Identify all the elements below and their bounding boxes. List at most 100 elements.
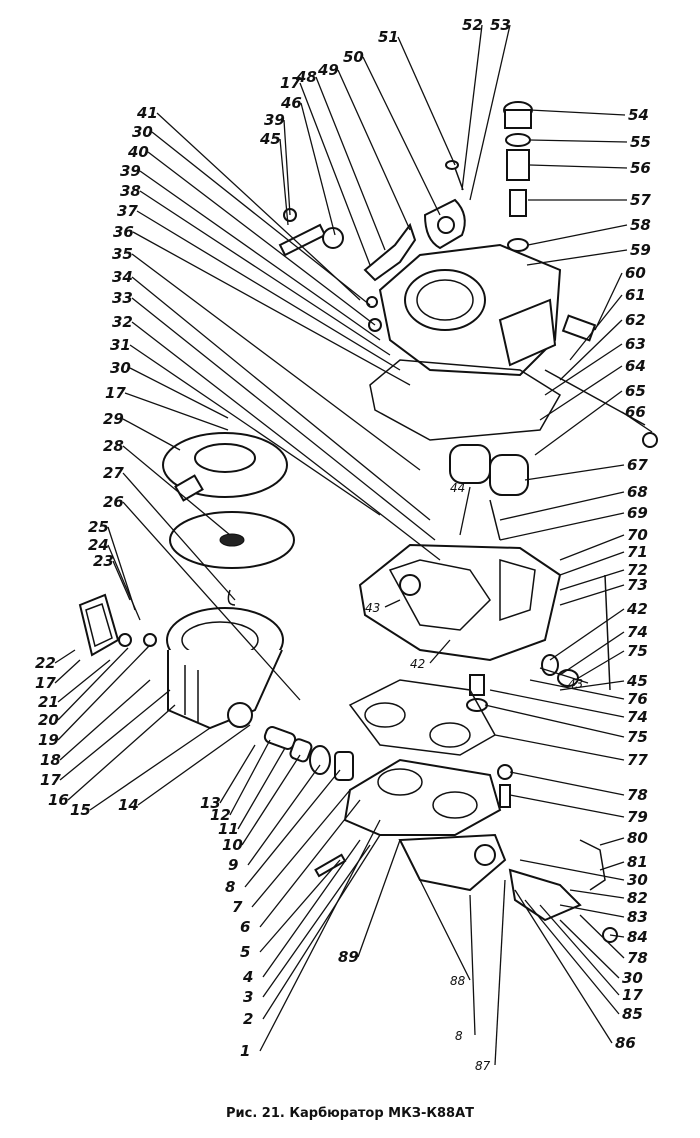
leader-line (419, 879, 471, 981)
leader-line (137, 724, 251, 806)
part-label-37: 37 (117, 202, 138, 220)
part-label-28: 28 (103, 437, 124, 455)
part-label-23: 23 (93, 552, 114, 570)
carburetor-body (358, 543, 562, 662)
leader-line (534, 390, 623, 456)
leader-line (124, 392, 229, 431)
part-label-86: 86 (615, 1034, 636, 1052)
leader-line (54, 659, 81, 684)
leader-line (559, 319, 623, 381)
leader-line (509, 794, 625, 818)
leader-line (509, 771, 625, 796)
leader-line (129, 344, 381, 516)
leader-line (107, 544, 141, 621)
part-label-75: 75 (627, 642, 648, 660)
part-label-35: 35 (112, 245, 133, 263)
leader-line (621, 411, 653, 433)
leader-line (524, 899, 620, 1015)
leader-line (59, 679, 151, 761)
air-horn-cover (378, 243, 597, 377)
part-label-1: 1 (240, 1042, 250, 1060)
side-cover (78, 593, 157, 657)
leader-line (539, 365, 623, 421)
part-label-5: 5 (240, 943, 250, 961)
part-label-73: 73 (627, 576, 648, 594)
leader-line (362, 56, 441, 216)
part-label-29: 29 (103, 410, 124, 428)
part-label-15: 15 (70, 801, 91, 819)
leader-line (57, 659, 111, 703)
part-label-31: 31 (110, 336, 131, 354)
leader-line (139, 170, 381, 341)
part-label-87: 87 (475, 1059, 491, 1073)
leader-line (244, 769, 341, 888)
leader-line (569, 294, 623, 361)
part-label-82: 82 (627, 889, 648, 907)
leader-line (131, 253, 421, 471)
part-label-60: 60 (625, 264, 646, 282)
leader-line (469, 894, 476, 1036)
part-label-34: 34 (112, 268, 133, 286)
part-label-17: 17 (40, 771, 61, 789)
leader-line (529, 139, 628, 143)
leader-line (489, 689, 625, 718)
leader-line (559, 534, 625, 561)
leader-line (469, 24, 511, 201)
part-label-8: 8 (455, 1029, 463, 1043)
leader-line (519, 859, 625, 881)
part-label-8: 8 (225, 878, 235, 896)
carburetor-exploded-diagram: 5152535049481746394541304039383736353433… (35, 16, 658, 1073)
leader-line (259, 819, 381, 1052)
part-label-33: 33 (112, 289, 133, 307)
part-label-80: 80 (627, 829, 648, 847)
leader-line (89, 727, 211, 811)
leader-line (129, 367, 229, 419)
leader-line (337, 69, 411, 231)
leader-line (139, 190, 391, 356)
part-label-45: 45 (259, 130, 281, 148)
part-label-58: 58 (630, 216, 651, 234)
leader-line (529, 109, 626, 116)
part-label-24: 24 (88, 536, 109, 554)
leader-line (131, 297, 436, 541)
part-label-53: 53 (490, 16, 511, 34)
part-label-18: 18 (40, 751, 61, 769)
leader-line (559, 919, 620, 979)
leader-line (241, 754, 301, 846)
part-label-74: 74 (627, 708, 648, 726)
leader-line (499, 512, 625, 541)
part-label-68: 68 (627, 483, 648, 501)
part-label-30: 30 (622, 969, 643, 987)
leader-line (499, 491, 625, 521)
part-label-83: 83 (627, 908, 648, 926)
choke-lever-assembly (278, 208, 417, 332)
part-label-7: 7 (232, 898, 243, 916)
leader-line (549, 608, 625, 661)
part-label-78: 78 (627, 786, 648, 804)
part-label-64: 64 (625, 357, 646, 375)
part-label-52: 52 (462, 16, 483, 34)
fuel-inlet-fitting (502, 101, 533, 273)
leader-line (526, 249, 628, 266)
part-label-81: 81 (627, 853, 648, 871)
leader-line (300, 102, 336, 236)
leader-line (251, 789, 351, 908)
part-label-14: 14 (118, 796, 139, 814)
leader-line (529, 164, 628, 169)
part-label-79: 79 (627, 808, 648, 826)
part-label-41: 41 (136, 104, 158, 122)
part-label-9: 9 (228, 856, 238, 874)
part-label-38: 38 (120, 182, 141, 200)
throttle-lever (314, 764, 618, 943)
part-label-25: 25 (88, 518, 109, 536)
leader-line (315, 76, 386, 251)
leader-line (484, 704, 625, 738)
cover-gasket (369, 359, 562, 441)
part-label-71: 71 (627, 543, 648, 561)
leader-line (156, 112, 361, 301)
part-label-72: 72 (627, 561, 648, 579)
leader-line (131, 321, 441, 561)
part-label-48: 48 (295, 68, 317, 86)
part-label-17: 17 (622, 986, 643, 1004)
leader-line (559, 584, 625, 606)
